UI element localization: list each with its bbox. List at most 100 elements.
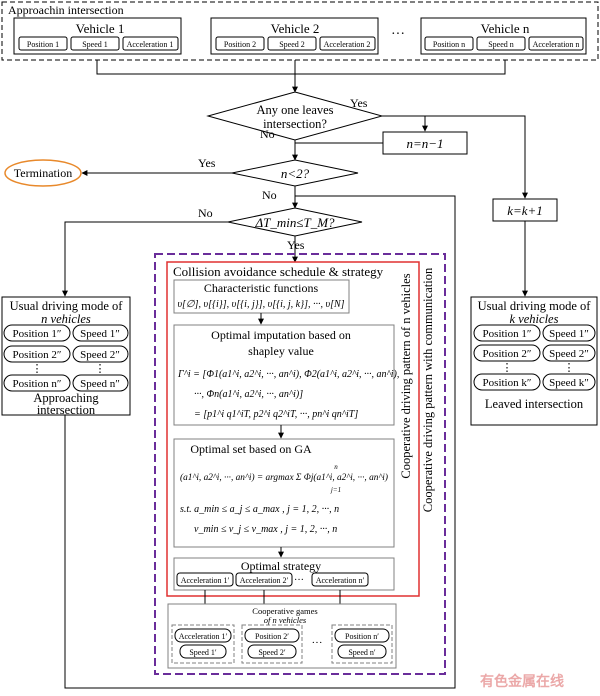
- approaching-group: [1, 1, 599, 61]
- ga-sum-bottom: j=1: [330, 486, 341, 494]
- left-panel-footer-2: intersection: [37, 403, 96, 417]
- right-panel-footer: Leaved intersection: [485, 397, 584, 411]
- leaves-yes-label: Yes: [350, 96, 368, 110]
- left-speed-2: Speed 2″: [80, 349, 120, 361]
- vehicle-1-speed-tag: [70, 36, 120, 51]
- n-lt-2-yes-label: Yes: [198, 156, 216, 170]
- left-position-1: Position 1″: [13, 328, 62, 340]
- vehicle-1-title: Vehicle 1: [76, 21, 125, 36]
- ga-box: [173, 438, 395, 548]
- strategy-title: Optimal strategy: [241, 559, 321, 573]
- strategy-accel-2: Acceleration 2′: [240, 576, 289, 585]
- right-speed-2: Speed 2″: [549, 348, 589, 360]
- char-fn-formula: υ[∅], υ[{i}], υ[{i, j}], υ[{i, j, k}], ·…: [177, 299, 344, 310]
- vehicle-n-position: Position n: [433, 40, 465, 49]
- vehicle-2-speed: Speed 2: [279, 40, 305, 49]
- vehicle-2-accel-tag: [319, 36, 376, 51]
- vehicle-2-speed-tag: [267, 36, 317, 51]
- vehicle-2-position-tag: [215, 36, 265, 51]
- char-fn-box: [173, 279, 350, 314]
- center-title: Collision avoidance schedule & strategy: [173, 264, 384, 279]
- vehicle-n-speed-tag: [476, 36, 526, 51]
- cooperative-communication-frame: [154, 253, 446, 675]
- coop-card-n-a: Position n′: [345, 632, 379, 641]
- leaves-yes-connectors: [382, 115, 528, 199]
- right-position-k: Position k″: [483, 377, 532, 389]
- coop-games-title-1: Cooperative games: [252, 606, 317, 616]
- decision-dt-text: ΔT_min≤T_M?: [254, 215, 335, 230]
- imputation-box: [173, 324, 395, 426]
- ga-line-3: v_min ≤ v_j ≤ v_max , j = 1, 2, ···, n: [194, 524, 337, 535]
- char-fn-title: Characteristic functions: [204, 281, 319, 295]
- coop-card-1-a: Acceleration 1′: [179, 632, 228, 641]
- coop-games-title-2: of n vehicles: [264, 615, 307, 625]
- right-speed-k: Speed k″: [549, 377, 589, 389]
- dt-yes-label: Yes: [287, 238, 305, 252]
- coop-card-1-b: Speed 1′: [189, 648, 217, 657]
- vehicle-1-accel-tag: [122, 36, 179, 51]
- coop-card-2-a: Position 2′: [255, 632, 289, 641]
- vehicle-n-accel-tag: [528, 36, 584, 51]
- coop-ellipsis: ···: [312, 637, 323, 649]
- vehicle-n-title: Vehicle n: [481, 21, 530, 36]
- coop-card-2-b: Speed 2′: [258, 648, 286, 657]
- imputation-title-1: Optimal imputation based on: [211, 328, 351, 342]
- coop-games-pills: [174, 628, 390, 659]
- left-vdots-1: ⋮: [32, 363, 43, 375]
- vehicle-2-position: Position 2: [224, 40, 256, 49]
- watermark: 有色金属在线: [480, 673, 564, 690]
- vehicle-2-title: Vehicle 2: [271, 21, 320, 36]
- strategy-accel-tags: [176, 572, 369, 587]
- vertical-label-communication: Cooperative driving pattern with communi…: [421, 267, 435, 512]
- merge-connectors: [96, 60, 506, 93]
- vehicle-1-position: Position 1: [27, 40, 59, 49]
- right-speed-1: Speed 1″: [549, 328, 589, 340]
- left-panel-footer-1: Approaching: [33, 391, 99, 405]
- ga-line-1: (a1^i, a2^i, ···, an^i) = argmax Σ Φj(a1…: [180, 472, 388, 482]
- vehicle-1-position-tag: [18, 36, 68, 51]
- approaching-label: Approachin intersection: [8, 3, 124, 17]
- termination-box: [4, 159, 82, 187]
- left-speed-n: Speed n″: [80, 378, 120, 390]
- vehicle-1-accel: Acceleration 1: [127, 40, 174, 49]
- k-plus-1-text: k=k+1: [507, 203, 543, 218]
- imputation-line-2: ···, Φn(a1^i, a2^i, ···, an^i)]: [194, 389, 303, 400]
- right-position-1: Position 1″: [483, 328, 532, 340]
- vehicle-2-accel: Acceleration 2: [324, 40, 371, 49]
- ga-sum-top: n: [334, 463, 338, 471]
- left-speed-1: Speed 1″: [80, 328, 120, 340]
- right-position-2: Position 2″: [483, 348, 532, 360]
- right-vdots-2: ⋮: [564, 362, 575, 374]
- vehicle-n-speed: Speed n: [488, 40, 514, 49]
- right-panel-title-2: k vehicles: [510, 312, 559, 326]
- strategy-accel-n: Acceleration n′: [316, 576, 365, 585]
- ga-title: Optimal set based on GA: [190, 442, 312, 456]
- cooperative-pattern-frame: [166, 261, 420, 597]
- vehicle-n-position-tag: [424, 36, 474, 51]
- left-panel-title-2: n vehicles: [41, 312, 91, 326]
- decision-leaves-line2: intersection?: [263, 117, 327, 131]
- dt-no-label: No: [198, 206, 213, 220]
- right-panel-title-1: Usual driving mode of: [478, 299, 592, 313]
- left-position-n: Position n″: [13, 378, 62, 390]
- termination-text: Termination: [14, 166, 72, 180]
- decision-leaves-line1: Any one leaves: [256, 103, 333, 117]
- n-lt-2-no-label: No: [262, 188, 277, 202]
- left-panel-title-1: Usual driving mode of: [10, 299, 124, 313]
- decision-n-lt-2-text: n<2?: [281, 166, 310, 181]
- imputation-title-2: shapley value: [248, 344, 314, 358]
- right-panel-pills: [473, 324, 596, 391]
- dt-no-connector: [62, 221, 228, 297]
- imputation-line-3: = [p1^i q1^iT, p2^i q2^iT, ···, pn^i qn^…: [194, 409, 358, 420]
- ga-line-2: s.t. a_min ≤ a_j ≤ a_max , j = 1, 2, ···…: [180, 504, 339, 515]
- left-vdots-2: ⋮: [95, 363, 106, 375]
- coop-card-n-b: Speed n′: [348, 648, 376, 657]
- vertical-label-pattern: Cooperative driving pattern of n vehicle…: [399, 273, 413, 478]
- imputation-line-1: Γ^i = [Φ1(a1^i, a2^i, ···, an^i), Φ2(a1^…: [177, 369, 399, 380]
- vehicles-ellipsis: ···: [391, 27, 405, 42]
- n-minus-1-text: n=n−1: [406, 136, 443, 151]
- left-position-2: Position 2″: [13, 349, 62, 361]
- vehicle-n-accel: Acceleration n: [533, 40, 580, 49]
- strategy-accel-1: Acceleration 1′: [181, 576, 230, 585]
